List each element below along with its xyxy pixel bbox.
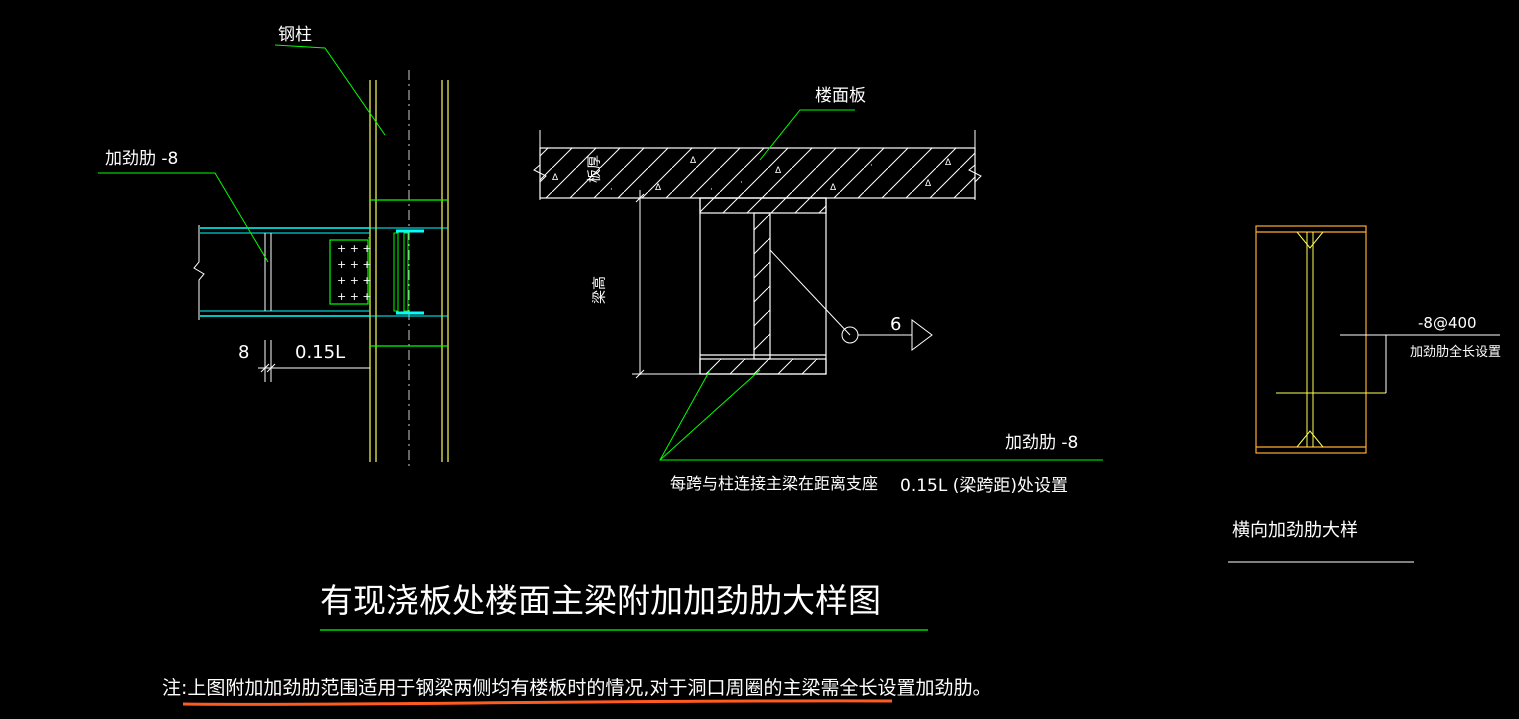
left-leaders <box>98 44 386 263</box>
stiffener-label-middle: 加劲肋 -8 <box>1005 433 1078 453</box>
beam-section <box>699 197 827 375</box>
shear-tab: + + + + + + + + + + + + <box>329 229 424 315</box>
drawing-note: 注:上图附加加劲肋范围适用于钢梁两侧均有楼板时的情况,对于洞口周圈的主梁需全长设… <box>162 677 991 699</box>
svg-text:Δ: Δ <box>690 156 697 166</box>
svg-text:·: · <box>590 161 593 171</box>
steel-column <box>369 80 449 462</box>
svg-text:Δ: Δ <box>830 183 837 193</box>
svg-text:·: · <box>710 185 713 195</box>
svg-text:+ + +: + + + <box>337 242 372 255</box>
svg-text:·: · <box>870 161 873 171</box>
slab-break-marks <box>533 130 982 200</box>
dim-015l-label-left: 0.15L <box>295 342 345 363</box>
svg-text:+ + +: + + + <box>337 258 372 271</box>
column-stiffeners <box>370 199 448 347</box>
spec-label: -8@400 <box>1418 314 1477 332</box>
column-label: 钢柱 <box>278 25 312 45</box>
beam-stiffener <box>264 233 272 311</box>
left-dimensions <box>258 340 370 382</box>
detail-caption: 横向加劲肋大样 <box>1232 520 1358 541</box>
beam-height-label: 梁高 <box>591 276 608 304</box>
svg-text:Δ: Δ <box>552 173 559 183</box>
svg-text:·: · <box>740 178 743 188</box>
steel-beam <box>193 225 448 320</box>
stiffener-label-left: 加劲肋 -8 <box>105 149 178 169</box>
section-mark <box>769 249 933 351</box>
slab-beam-section: Δ · Δ Δ · Δ Δ · Δ Δ · · 板厚 梁高 6 <box>533 86 1103 496</box>
svg-text:+ + +: + + + <box>337 290 372 303</box>
note-highlight-underline <box>182 699 893 706</box>
svg-text:·: · <box>610 185 613 195</box>
beam-height-dimension <box>632 190 700 379</box>
slab-thickness-label: 板厚 <box>587 155 603 183</box>
svg-text:Δ: Δ <box>925 179 932 189</box>
spec-note: 加劲肋全长设置 <box>1410 344 1501 360</box>
stiffener-note-a: 每跨与柱连接主梁在距离支座 <box>670 474 878 493</box>
slab-aggregate: Δ · Δ Δ · Δ Δ · Δ Δ · · <box>552 156 952 195</box>
svg-text:Δ: Δ <box>775 166 782 176</box>
svg-text:+ + +: + + + <box>337 274 372 287</box>
drawing-title: 有现浇板处楼面主梁附加加劲肋大样图 <box>320 581 881 620</box>
middle-leaders <box>659 109 1103 461</box>
floor-slab <box>539 147 976 199</box>
transverse-stiffener-detail: -8@400 加劲肋全长设置 横向加劲肋大样 <box>1228 225 1501 563</box>
dim-8-label: 8 <box>238 342 249 363</box>
stiffener-note-b: 0.15L (梁跨距)处设置 <box>900 476 1068 496</box>
svg-text:Δ: Δ <box>655 183 662 193</box>
section-number: 6 <box>890 314 901 335</box>
column-beam-detail: + + + + + + + + + + + + 钢柱 加劲肋 -8 8 0.15… <box>98 25 449 470</box>
slab-label: 楼面板 <box>815 86 866 106</box>
svg-text:Δ: Δ <box>945 158 952 168</box>
